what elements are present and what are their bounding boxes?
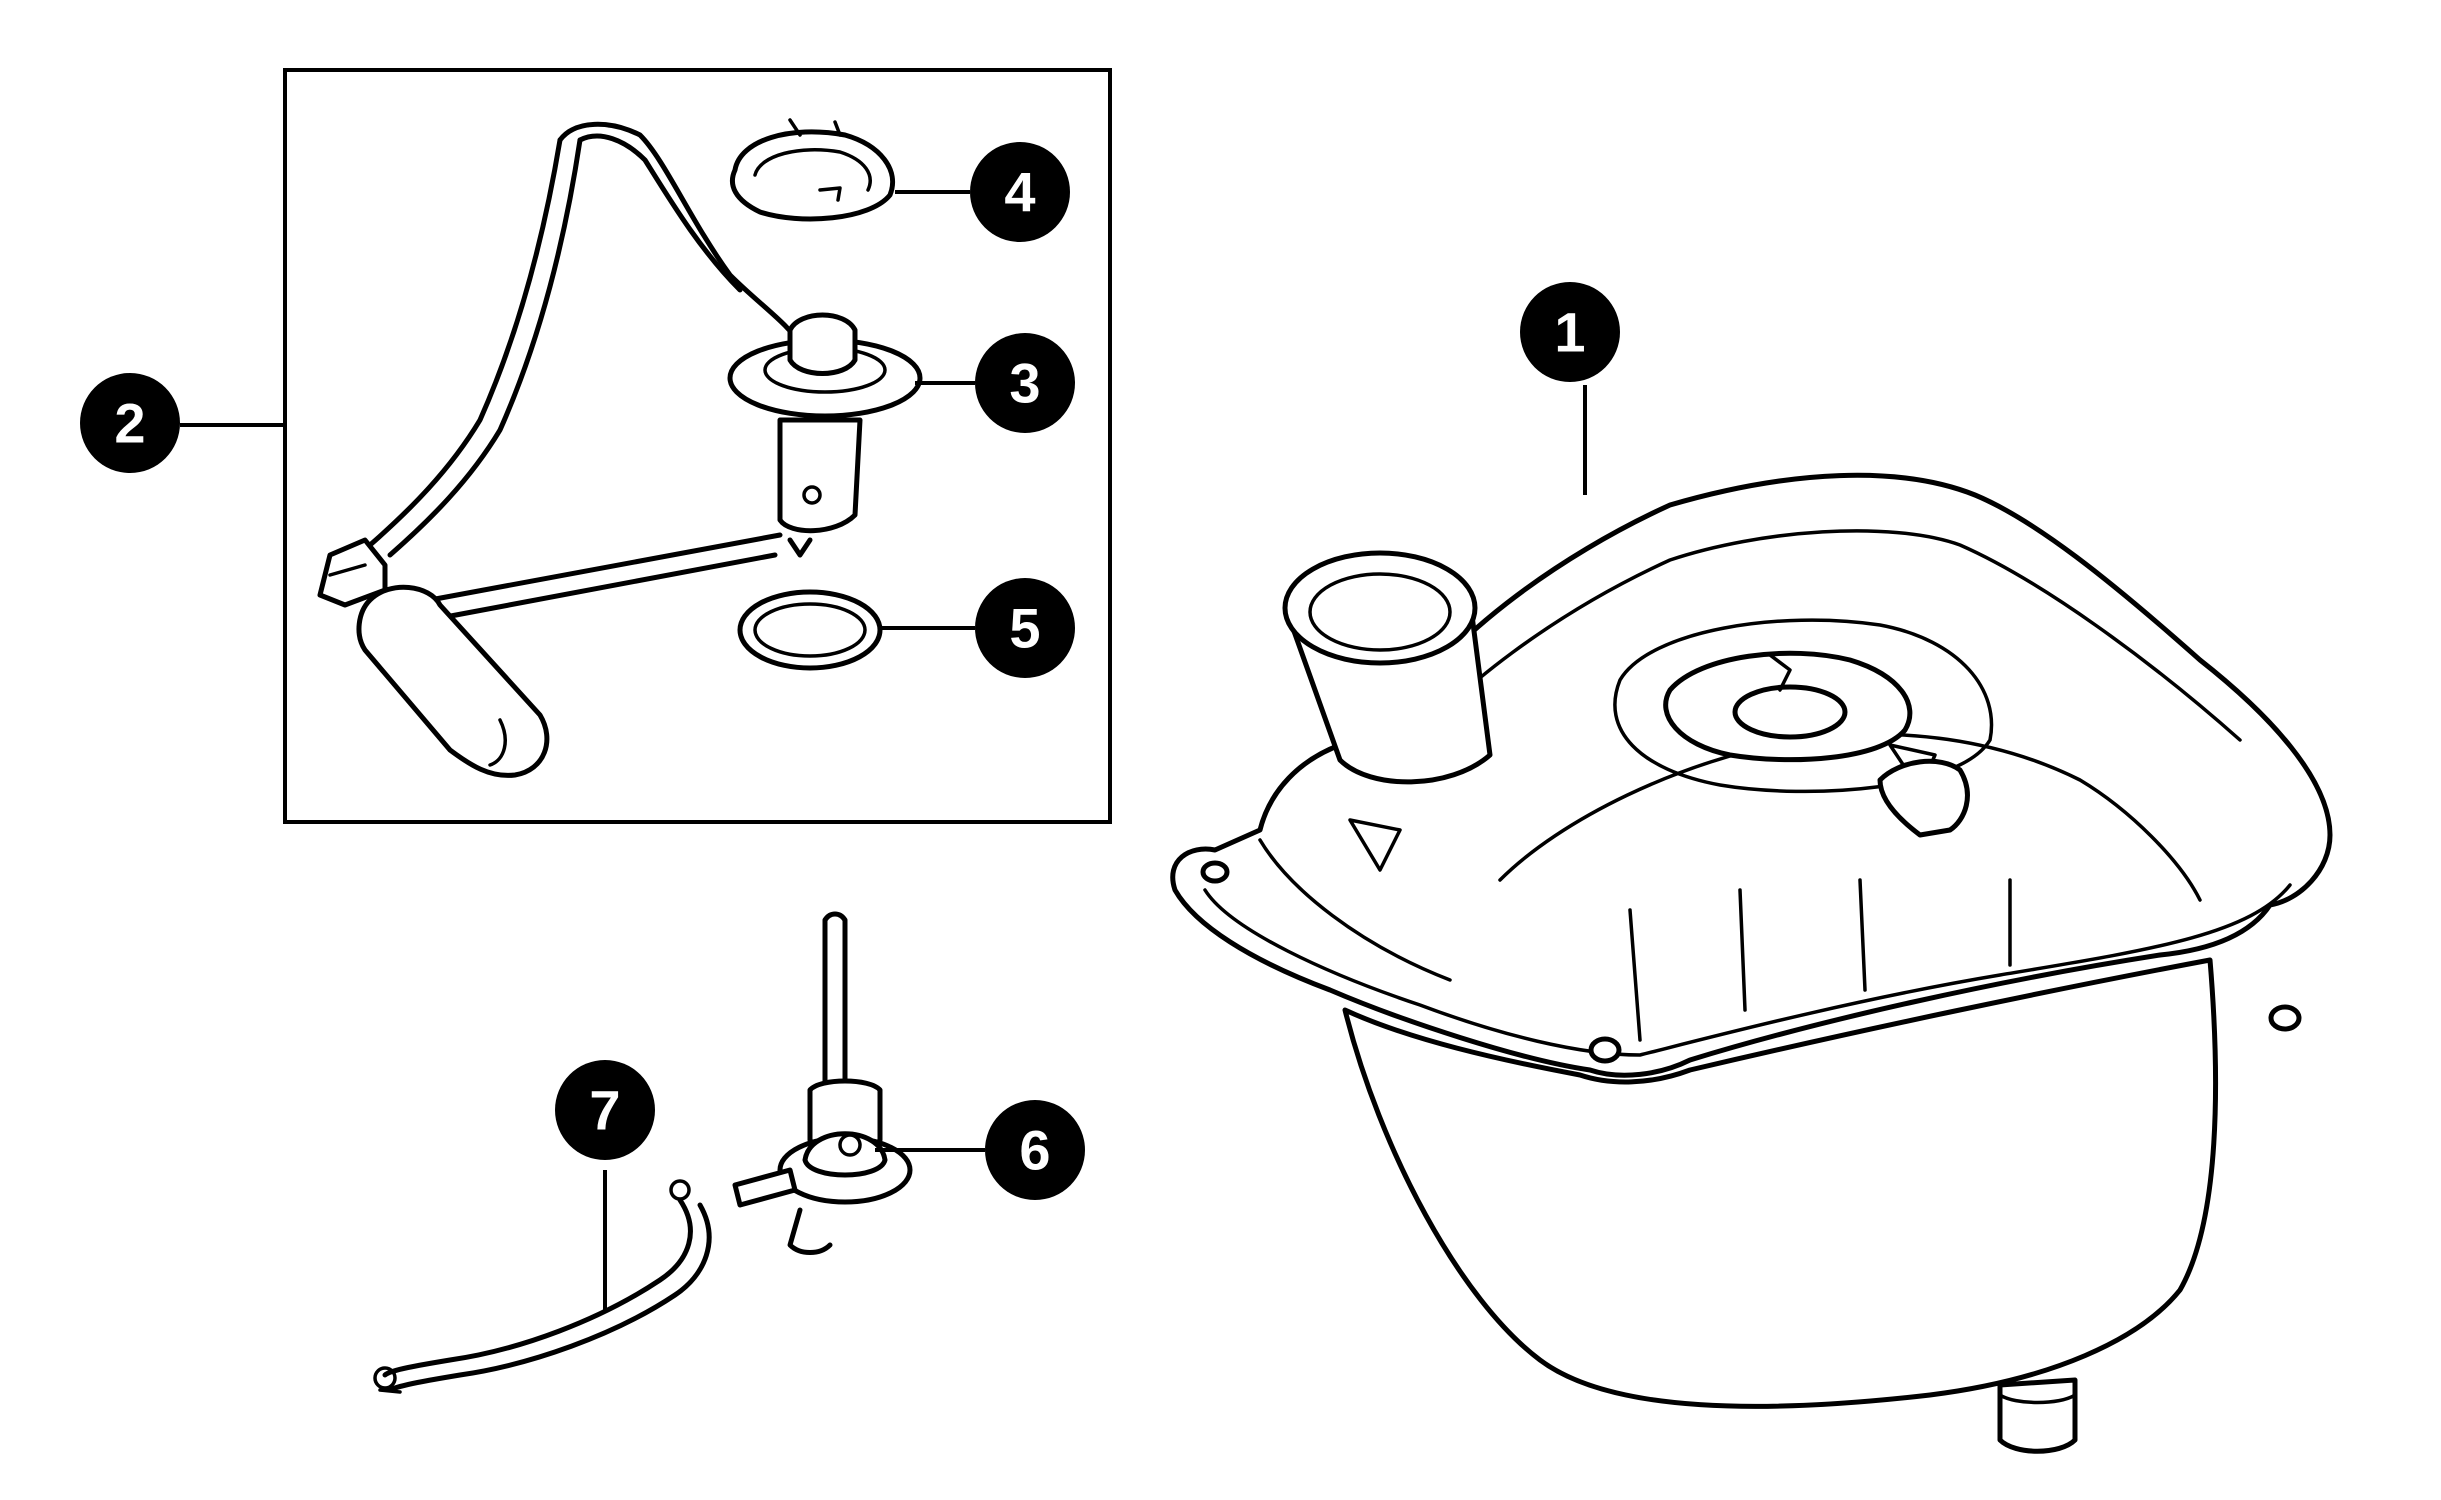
sender-assembly-frame	[283, 68, 1112, 824]
callout-5: 5	[975, 578, 1075, 678]
callout-number: 6	[1019, 1119, 1050, 1182]
callout-2: 2	[80, 373, 180, 473]
gasket-drawing	[737, 589, 883, 671]
callout-1: 1	[1520, 282, 1620, 382]
retaining-ring-drawing	[729, 118, 896, 222]
callout-7: 7	[555, 1060, 655, 1160]
fuel-level-sender-drawing	[317, 121, 803, 778]
callout-badge	[985, 1100, 1085, 1200]
callout-number: 2	[114, 392, 145, 455]
callout-number: 4	[1004, 161, 1035, 224]
callout-4: 4	[970, 142, 1070, 242]
callout-number: 5	[1009, 597, 1040, 660]
callout-badge	[975, 578, 1075, 678]
callout-badge	[975, 333, 1075, 433]
callout-number: 7	[589, 1079, 620, 1142]
callout-3: 3	[975, 333, 1075, 433]
sender-plate-drawing	[727, 312, 923, 558]
callout-badge	[970, 142, 1070, 242]
fuel-hose-drawing	[373, 1179, 712, 1394]
callout-badge	[80, 373, 180, 473]
callout-badge	[1520, 282, 1620, 382]
fuel-valve-drawing	[732, 911, 913, 1255]
fuel-tank-drawing	[1170, 472, 2333, 1454]
callout-6: 6	[985, 1100, 1085, 1200]
callout-number: 3	[1009, 352, 1040, 415]
callout-number: 1	[1554, 301, 1585, 364]
callout-badge	[555, 1060, 655, 1160]
